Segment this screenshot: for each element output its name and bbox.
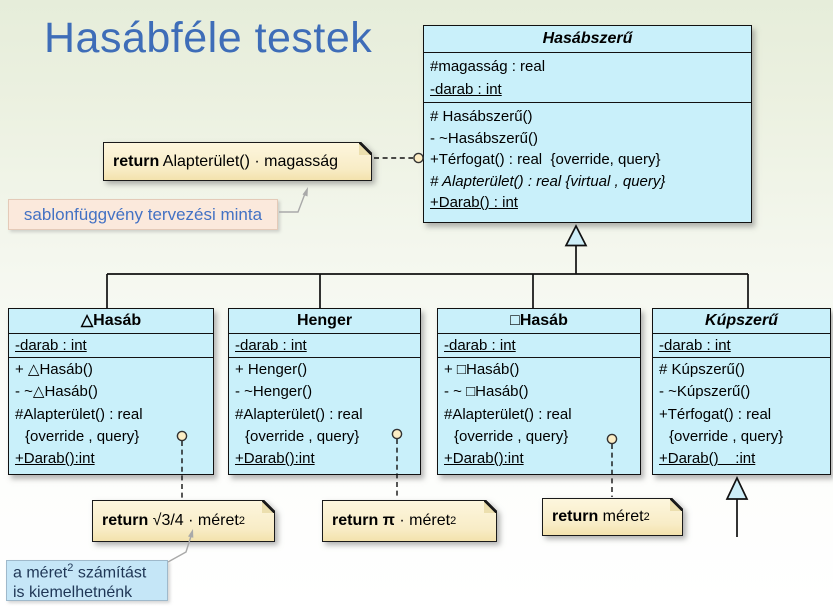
label-text-line1: a méret2 számítást	[13, 562, 147, 582]
note-fold-icon	[262, 500, 275, 513]
class-box-henger: Henger -darab : int + Henger() - ~Henger…	[228, 308, 421, 475]
label-text: sablonfüggvény tervezési minta	[23, 204, 263, 224]
class-method: #Alapterület() : real	[15, 405, 143, 423]
class-method: - ~ □Hasáb()	[444, 383, 529, 401]
note-keyword: return	[113, 152, 160, 170]
note-superscript: 2	[450, 515, 457, 527]
class-name: Hasábszerű	[424, 26, 751, 53]
class-name: Kúpszerű	[653, 309, 830, 334]
class-box-trihasab: △Hasáb -darab : int + △Hasáb() - ~△Hasáb…	[8, 308, 214, 475]
inheritance-triangle-icon	[725, 476, 749, 500]
label-template-pattern: sablonfüggvény tervezési minta	[8, 199, 278, 230]
class-method-tags: {override , query}	[25, 427, 140, 445]
class-attribute: #magasság : real	[430, 58, 546, 75]
generalization-connector	[106, 246, 749, 308]
inheritance-triangle-icon	[564, 224, 588, 247]
class-attribute-static: -darab : int	[15, 337, 87, 354]
note-superscript: 2	[238, 515, 245, 527]
class-method: + Henger()	[235, 361, 308, 378]
class-method-static: +Darab():int	[15, 450, 95, 468]
label-refactor-hint: a méret2 számítást is kiemelhetnénk	[6, 560, 168, 601]
class-method-static: +Darab() :int	[659, 450, 756, 468]
callout-arrow	[279, 190, 307, 213]
note-text: √3/4 · méret	[148, 512, 239, 529]
class-method-tags: {override , query}	[454, 427, 569, 445]
class-method: #Alapterület() : real	[235, 405, 363, 423]
callout-arrowhead-icon	[302, 187, 308, 197]
class-method: + △Hasáb()	[15, 361, 93, 378]
class-method-static: +Darab() : int	[430, 194, 518, 212]
note-anchor-circle-icon	[413, 152, 424, 164]
note-fold-icon	[484, 500, 497, 513]
class-attribute-static: -darab : int	[444, 337, 516, 354]
class-box-sqhasab: □Hasáb -darab : int + □Hasáb() - ~ □Hasá…	[437, 308, 641, 475]
class-name: △Hasáb	[9, 309, 213, 334]
class-method-static: +Darab():int	[235, 450, 315, 468]
class-box-hasabszeru: Hasábszerű #magasság : real -darab : int…	[423, 25, 752, 223]
note-superscript: 2	[643, 511, 650, 523]
uml-note-volume: return Alapterület() · magasság	[103, 142, 372, 181]
class-method-static: +Darab():int	[444, 450, 524, 468]
class-method: + □Hasáb()	[444, 361, 520, 378]
class-name: Henger	[229, 309, 420, 334]
class-name: □Hasáb	[438, 309, 640, 334]
note-text: méret	[598, 508, 644, 525]
class-attribute-static: -darab : int	[659, 337, 731, 354]
class-method: +Térfogat() : real {override, query}	[430, 151, 661, 169]
note-text: Alapterület() · magasság	[159, 152, 338, 170]
class-method: +Térfogat() : real	[659, 405, 772, 423]
slide-title: Hasábféle testek	[44, 14, 373, 62]
class-method-tags: {override , query}	[245, 427, 360, 445]
class-method: - ~△Hasáb()	[15, 383, 98, 401]
note-fold-icon	[670, 498, 683, 511]
class-attribute-static: -darab : int	[235, 337, 307, 354]
note-pi-symbol: π	[378, 512, 395, 529]
class-method-abstract: # Alapterület() : real {virtual , query}	[430, 172, 666, 190]
class-method: # Hasábszerű()	[430, 108, 533, 125]
class-method: #Alapterület() : real	[444, 405, 572, 423]
class-method: - ~Henger()	[235, 383, 313, 401]
class-method: # Kúpszerű()	[659, 361, 745, 378]
label-text-line2: is kiemelhetnénk	[13, 583, 133, 601]
class-attribute-static: -darab : int	[430, 81, 502, 98]
note-text: · méret	[394, 512, 451, 529]
class-method-tags: {override , query}	[669, 427, 784, 445]
note-keyword: return	[332, 512, 379, 529]
note-keyword: return	[102, 512, 149, 529]
class-method: - ~Hasábszerű()	[430, 129, 538, 147]
class-method: - ~Kúpszerű()	[659, 383, 751, 401]
note-fold-icon	[359, 142, 372, 155]
note-keyword: return	[552, 508, 599, 525]
class-box-kupszeru: Kúpszerű -darab : int # Kúpszerű() - ~Kú…	[652, 308, 831, 475]
